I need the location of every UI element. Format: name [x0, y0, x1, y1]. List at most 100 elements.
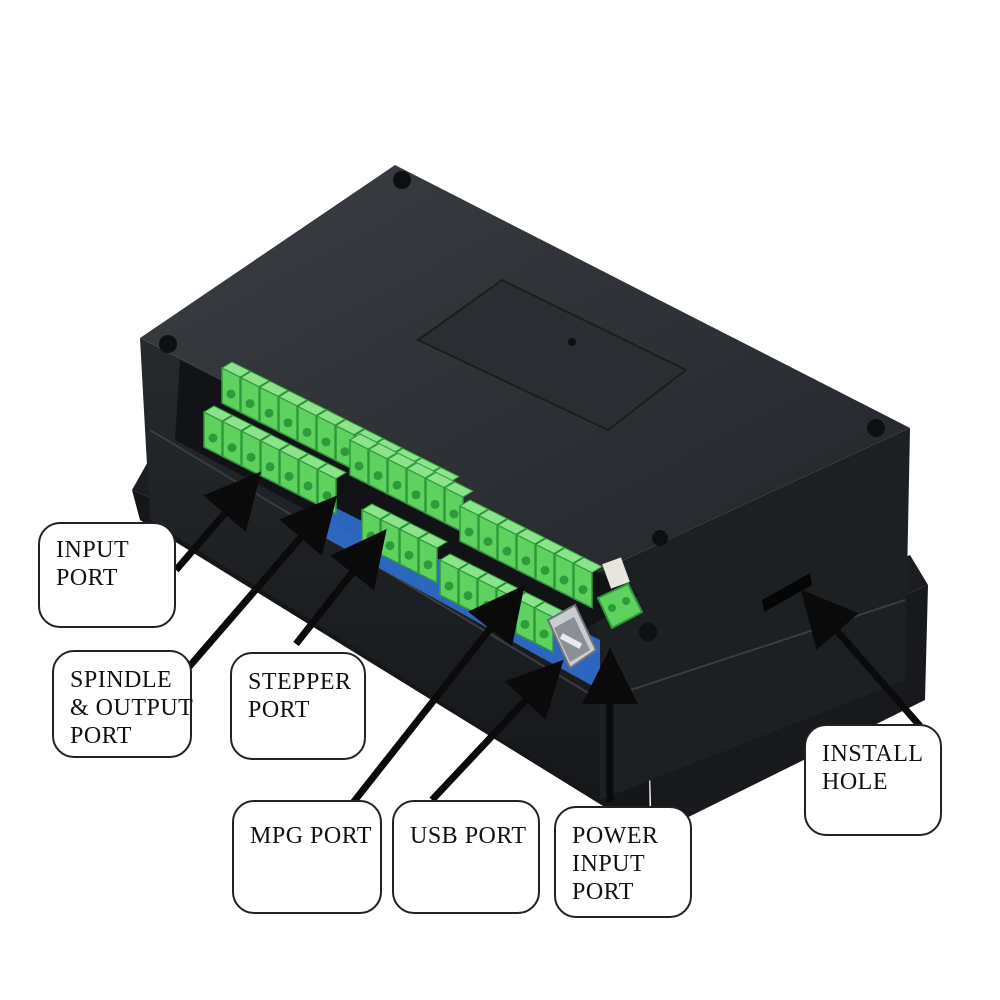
terminal-screw: [423, 560, 433, 570]
terminal-block-top: [278, 443, 310, 460]
terminal-block-top: [315, 409, 347, 426]
terminal-screw: [404, 550, 414, 560]
terminal-screw: [227, 443, 237, 453]
terminal-block-top: [367, 443, 399, 460]
terminal-block-top: [277, 390, 309, 407]
corner-hole-right: [867, 419, 885, 437]
terminal-screw: [449, 509, 459, 519]
terminal-block-top: [457, 563, 489, 580]
power-terminal: [596, 557, 644, 630]
terminal-screw: [463, 591, 473, 601]
terminal-block-top: [424, 471, 456, 488]
terminal-block-top: [240, 424, 272, 441]
terminal-screw: [340, 447, 350, 457]
arrow-input-port: [173, 471, 262, 573]
terminal-block-top: [202, 405, 234, 422]
terminal-screw: [559, 575, 569, 585]
callout-mpg-port: MPG PORT: [232, 800, 382, 914]
terminal-block-top: [348, 433, 380, 450]
terminal-block-top: [239, 371, 271, 388]
terminal-screw: [430, 499, 440, 509]
terminal-block-top: [443, 481, 475, 498]
terminal-screw: [246, 452, 256, 462]
label-line: INPUT: [56, 537, 130, 563]
terminal-block-top: [386, 452, 418, 469]
terminal-screw: [540, 565, 550, 575]
terminal-screw: [578, 585, 588, 595]
terminal-screw: [464, 527, 474, 537]
label-line: INPUT: [572, 851, 646, 877]
arrow-install-hole: [800, 589, 923, 729]
arrow-mpg-port: [349, 585, 525, 807]
terminal-screw: [373, 471, 383, 481]
terminal-block-top: [398, 522, 430, 539]
callout-install-hole: INSTALL HOLE: [804, 724, 942, 836]
terminal-screw: [265, 462, 275, 472]
label-line: POWER: [572, 823, 659, 849]
terminal-screw: [245, 399, 255, 409]
terminal-block-top: [572, 557, 604, 574]
terminal-screw: [284, 471, 294, 481]
terminal-block-top: [316, 463, 348, 480]
terminal-block-top: [553, 547, 585, 564]
terminal-screw: [483, 537, 493, 547]
terminal-block-top: [334, 419, 366, 436]
terminal-screw: [411, 490, 421, 500]
terminal-screw: [539, 629, 549, 639]
enclosure-top: [140, 165, 910, 641]
terminal-screw: [303, 481, 313, 491]
terminal-block-top: [458, 499, 490, 516]
terminal-screw: [283, 418, 293, 428]
corner-hole-front: [652, 530, 668, 546]
terminal-screw: [444, 581, 454, 591]
terminal-block-top: [259, 434, 291, 451]
terminal-screw: [208, 433, 218, 443]
terminal-screw: [354, 461, 364, 471]
terminal-screw: [521, 556, 531, 566]
terminal-block-top: [477, 509, 509, 526]
terminal-block-top: [515, 528, 547, 545]
arrow-usb-port: [429, 659, 564, 803]
arrow-stepper-port: [293, 529, 387, 647]
label-line: SPINDLE: [70, 667, 173, 693]
terminal-block-top: [438, 553, 470, 570]
terminal-screw: [520, 619, 530, 629]
terminal-block-top: [296, 399, 328, 416]
label-line: & OUTPUT: [70, 695, 194, 721]
corner-hole-left: [159, 335, 177, 353]
terminal-screw: [385, 541, 395, 551]
terminal-screw: [392, 480, 402, 490]
terminal-screw: [302, 427, 312, 437]
terminal-screw: [366, 531, 376, 541]
label-line: PORT: [572, 879, 634, 905]
callout-spindle-output-port: SPINDLE & OUTPUT PORT: [52, 650, 194, 758]
callout-usb-port: USB PORT: [392, 800, 540, 914]
corner-hole-top: [393, 171, 411, 189]
terminal-screw: [264, 408, 274, 418]
terminal-block-top: [221, 415, 253, 432]
terminal-block-top: [379, 513, 411, 530]
terminal-block-top: [496, 518, 528, 535]
label-line: PORT: [248, 697, 310, 723]
terminal-block-top: [360, 503, 392, 520]
label-line: USB PORT: [410, 823, 527, 849]
terminal-block-top: [220, 361, 252, 378]
label-line: PORT: [70, 723, 132, 749]
label-line: INSTALL: [822, 741, 924, 767]
terminal-screw: [502, 546, 512, 556]
callout-power-input-port: POWER INPUT PORT: [554, 806, 692, 918]
label-line: HOLE: [822, 769, 888, 795]
terminal-screw: [226, 389, 236, 399]
terminal-screw: [322, 491, 332, 501]
terminal-row: [458, 499, 604, 609]
terminal-block-top: [534, 537, 566, 554]
terminal-block-top: [258, 380, 290, 397]
corner-hole-bottom: [639, 623, 657, 641]
label-line: PORT: [56, 565, 118, 591]
callout-arrows: [173, 471, 923, 807]
terminal-block-top: [297, 453, 329, 470]
label-line: MPG PORT: [250, 823, 372, 849]
callout-input-port: INPUT PORT: [38, 522, 176, 628]
